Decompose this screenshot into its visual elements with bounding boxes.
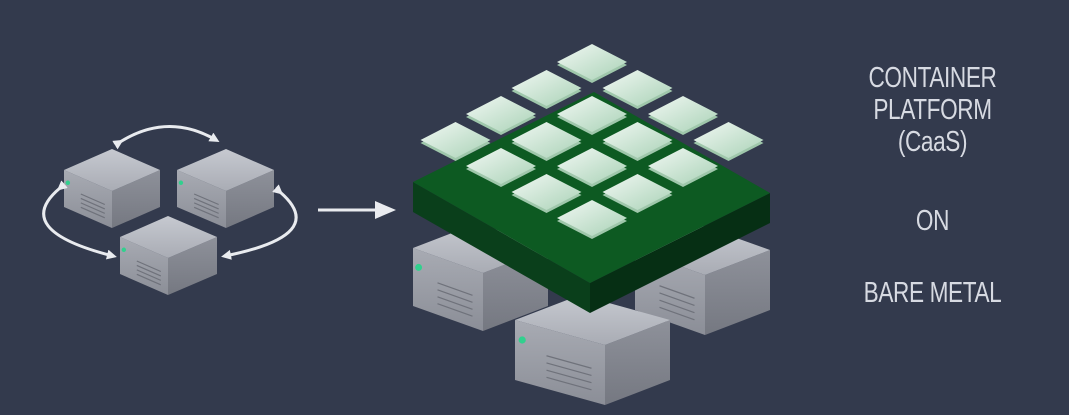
container-tile	[602, 122, 673, 161]
status-led-icon	[415, 263, 423, 271]
container-tile	[466, 96, 536, 135]
container-tile	[557, 44, 627, 83]
container-grid-icon	[420, 44, 764, 239]
right-arrow-icon	[318, 201, 396, 219]
server-icon	[120, 216, 217, 295]
status-led-icon	[518, 336, 526, 344]
platform-title: CONTAINER PLATFORM (CaaS)	[860, 62, 1004, 158]
title-line-caas: (CaaS)	[897, 126, 968, 158]
status-led-icon	[65, 180, 71, 185]
status-led-icon	[121, 247, 127, 252]
server-icon	[177, 149, 274, 228]
container-tile	[602, 70, 673, 109]
title-line-platform: PLATFORM	[873, 94, 992, 126]
container-tile	[602, 174, 673, 213]
container-tile	[693, 122, 764, 161]
container-tile	[648, 96, 718, 135]
server-icon	[515, 295, 670, 405]
bare-metal-label: BARE METAL	[863, 277, 1002, 309]
container-tile	[557, 96, 627, 135]
cycle-arrows-icon	[42, 125, 298, 260]
container-tile	[511, 70, 582, 109]
container-tile	[466, 148, 536, 187]
container-tile	[420, 122, 491, 161]
container-tile	[511, 174, 582, 213]
server-icon	[64, 149, 160, 228]
container-tile	[557, 148, 627, 187]
server-cluster	[64, 149, 274, 295]
container-platform	[413, 92, 770, 313]
on-label: ON	[915, 205, 950, 237]
container-tile	[648, 148, 718, 187]
title-line-container: CONTAINER	[868, 62, 997, 94]
container-tile	[557, 200, 627, 239]
status-led-icon	[178, 180, 184, 185]
container-tile	[511, 122, 582, 161]
